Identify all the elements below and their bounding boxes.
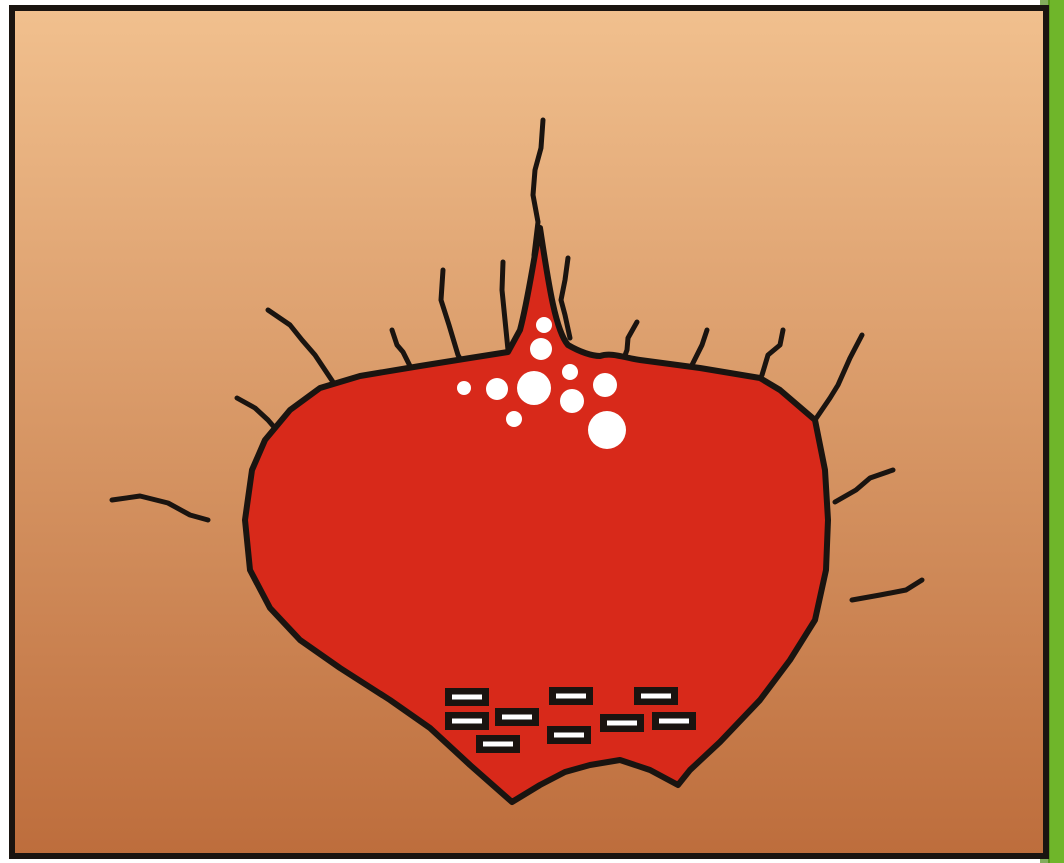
gas-bubble — [486, 378, 508, 400]
gas-bubble — [560, 389, 584, 413]
gas-bubble — [530, 338, 552, 360]
gas-bubble — [562, 364, 578, 380]
crystal-cumulate — [476, 735, 520, 753]
gas-bubble — [457, 381, 471, 395]
crystal-cumulate — [495, 708, 539, 726]
crystal-cumulate — [549, 687, 593, 705]
crystal-cumulate — [547, 726, 591, 744]
gas-bubble — [588, 411, 626, 449]
gas-bubble — [517, 371, 551, 405]
gas-bubble — [593, 373, 617, 397]
crystal-cumulate — [445, 688, 489, 706]
crystal-cumulate — [600, 714, 644, 732]
gas-bubble — [506, 411, 522, 427]
crystal-cumulate — [445, 712, 489, 730]
right-edge-accent — [1048, 0, 1064, 863]
gas-bubble — [536, 317, 552, 333]
crystal-cumulate — [634, 687, 678, 705]
crystal-cumulate — [652, 712, 696, 730]
